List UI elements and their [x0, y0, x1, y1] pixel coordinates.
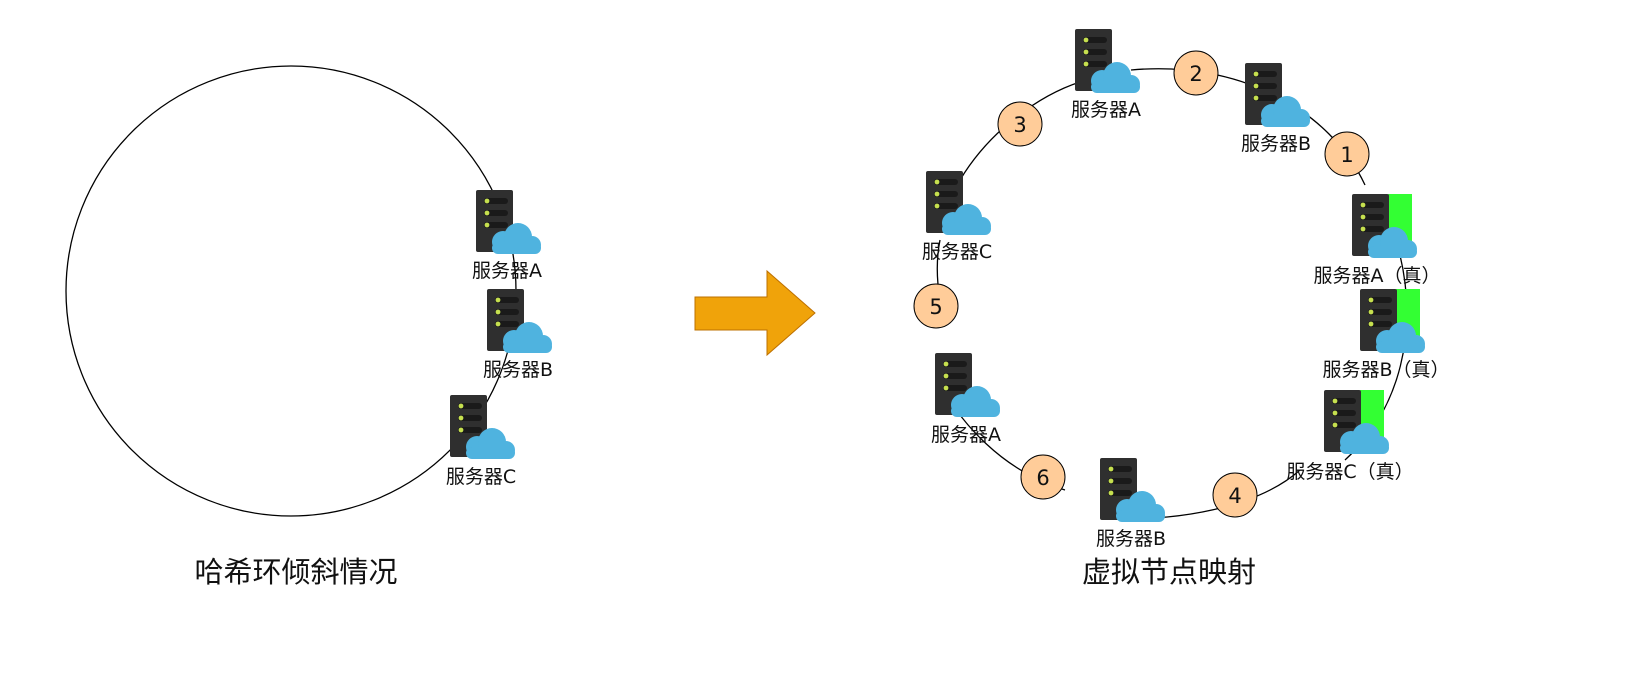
server-label: 服务器B: [1096, 528, 1166, 550]
server-label: 服务器B: [1241, 133, 1311, 155]
left-panel: 服务器A 服务器B 服务器C 哈希环倾斜情况: [65, 65, 553, 589]
svg-text:6: 6: [1036, 466, 1049, 490]
virtual-node-4: 4: [1212, 472, 1258, 518]
server-icon: [450, 395, 515, 459]
real-server-label: 服务器A（真）: [1314, 265, 1441, 287]
left-caption: 哈希环倾斜情况: [194, 555, 397, 589]
server-label: 服务器C: [446, 466, 516, 488]
virtual-node-5: 5: [913, 283, 959, 329]
server-icon: [487, 289, 552, 353]
right-panel: 服务器A 服务器B 服务器A（真） 服务器B（真） 服务器C（真） 服务器B: [913, 29, 1450, 589]
svg-text:2: 2: [1189, 62, 1202, 86]
server-label: 服务器A: [931, 424, 1001, 446]
virtual-node-6: 6: [1020, 454, 1066, 500]
right-caption: 虚拟节点映射: [1082, 555, 1256, 589]
real-server-label: 服务器B（真）: [1322, 359, 1449, 381]
hash-ring: [65, 65, 517, 517]
virtual-node-3: 3: [997, 101, 1043, 147]
svg-text:5: 5: [929, 295, 942, 319]
server-icon: [1075, 29, 1140, 93]
server-label: 服务器C: [922, 241, 992, 263]
virtual-node-1: 1: [1324, 131, 1370, 177]
right-arrow-icon: [694, 269, 816, 357]
server-icon: [1100, 458, 1165, 522]
server-label: 服务器A: [1071, 99, 1141, 121]
virtual-node-2: 2: [1173, 50, 1219, 96]
server-label: 服务器A: [472, 260, 542, 282]
real-server-label: 服务器C（真）: [1286, 461, 1413, 483]
server-icon: [1245, 63, 1310, 127]
svg-text:4: 4: [1228, 484, 1241, 508]
svg-text:1: 1: [1340, 143, 1353, 167]
server-label: 服务器B: [483, 359, 553, 381]
server-icon: [935, 353, 1000, 417]
server-icon: [476, 190, 541, 254]
svg-text:3: 3: [1013, 113, 1026, 137]
server-icon: [926, 171, 991, 235]
